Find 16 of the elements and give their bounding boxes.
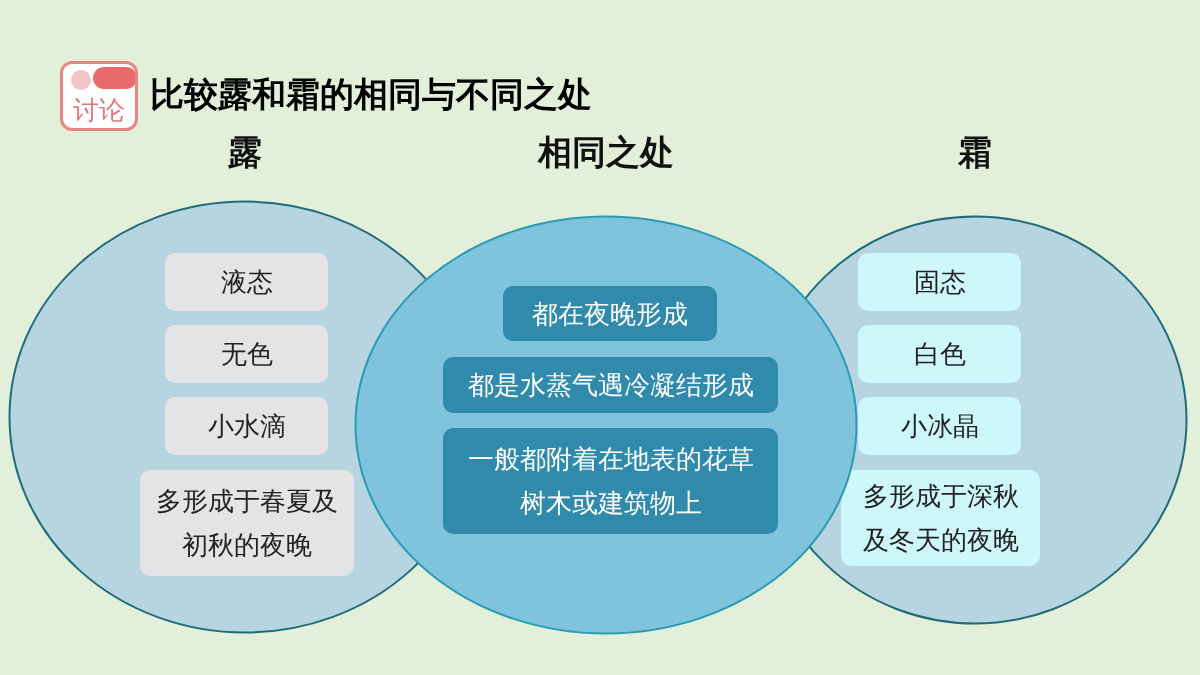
heading: 相同之处 [538,132,674,172]
text-box: 都在夜晚形成 [503,286,717,341]
discussion-icon: 讨论 [60,61,138,131]
text-box: 白色 [858,325,1021,383]
text-box: 多形成于深秋及冬天的夜晚 [841,470,1040,566]
text-box: 一般都附着在地表的花草树木或建筑物上 [443,428,778,534]
text-box: 都是水蒸气遇冷凝结形成 [443,357,778,413]
text-box: 无色 [165,325,328,383]
text-box: 液态 [165,253,328,311]
text-box: 小冰晶 [858,397,1021,455]
text-box: 多形成于春夏及初秋的夜晚 [140,470,354,576]
heading: 霜 [958,132,992,172]
text-box: 小水滴 [165,397,328,455]
text-box: 固态 [858,253,1021,311]
heading: 露 [228,132,262,172]
title: 比较露和霜的相同与不同之处 [150,73,592,116]
